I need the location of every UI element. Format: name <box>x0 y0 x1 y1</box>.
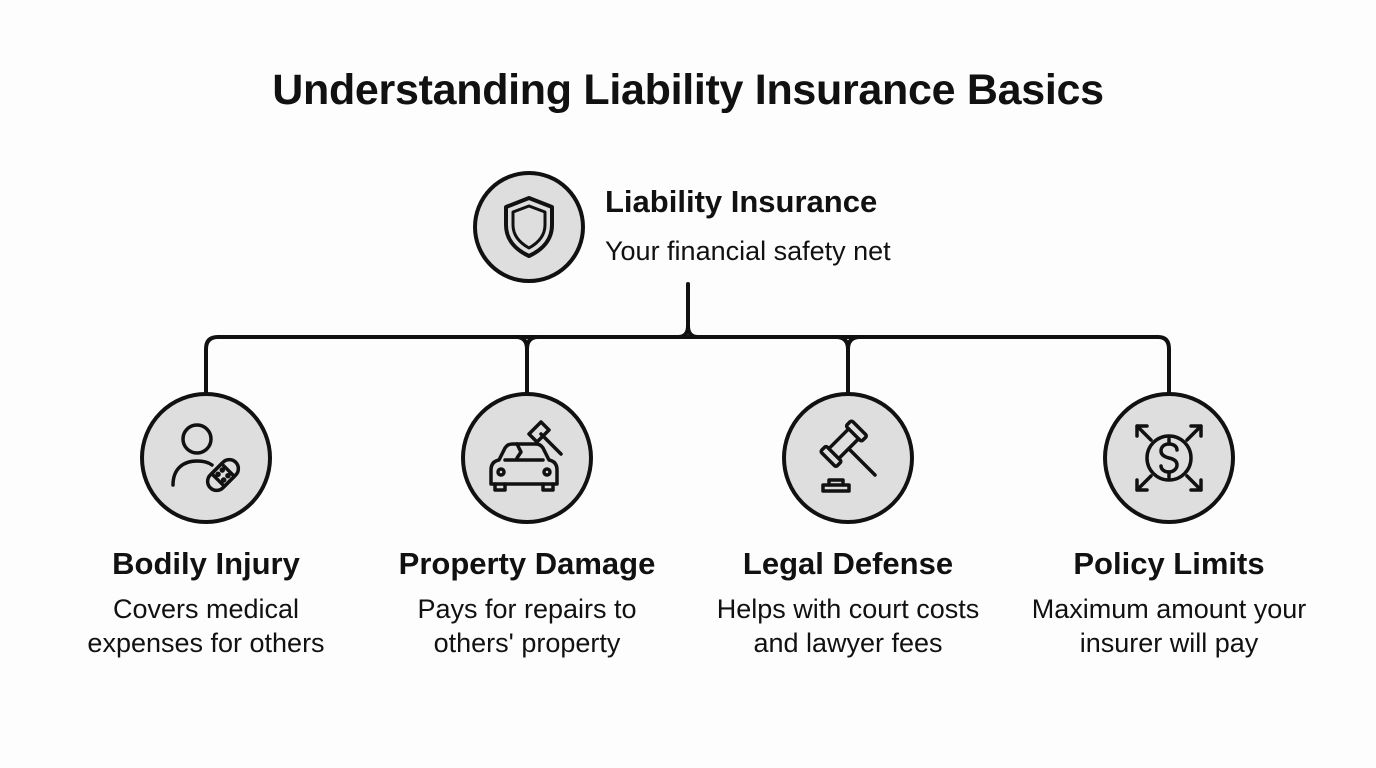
car-hammer-icon <box>489 420 563 492</box>
node-description: Covers medical expenses for others <box>87 594 325 658</box>
node-property-damage: Property Damage Pays for repairs to othe… <box>377 392 677 660</box>
node-title: Policy Limits <box>1073 546 1265 581</box>
root-node-circle <box>473 171 585 283</box>
root-node-subtitle: Your financial safety net <box>605 236 891 266</box>
node-circle <box>140 392 272 524</box>
branch-drop-3 <box>834 335 862 394</box>
node-circle <box>782 392 914 524</box>
node-circle <box>1103 392 1235 524</box>
branch-drop-4 <box>1156 335 1171 394</box>
node-legal-defense: Legal Defense Helps with court costs and… <box>698 392 998 660</box>
node-title: Property Damage <box>398 546 656 581</box>
node-description: Maximum amount your insurer will pay <box>1031 594 1307 658</box>
node-circle <box>461 392 593 524</box>
node-title: Bodily Injury <box>112 546 300 581</box>
branch-drop-1 <box>204 335 220 394</box>
gavel-icon <box>819 419 877 493</box>
diagram-title: Understanding Liability Insurance Basics <box>272 66 1104 114</box>
node-description: Helps with court costs and lawyer fees <box>716 594 980 658</box>
shield-icon <box>504 196 554 258</box>
node-description: Pays for repairs to others' property <box>417 594 637 658</box>
node-policy-limits: Policy Limits Maximum amount your insure… <box>1019 392 1319 660</box>
node-title: Legal Defense <box>742 546 954 581</box>
node-bodily-injury: Bodily Injury Covers medical expenses fo… <box>56 392 356 660</box>
branch-drop-2 <box>514 335 540 394</box>
person-bandage-icon <box>171 423 241 493</box>
dollar-arrows-icon <box>1135 424 1203 492</box>
root-node-title: Liability Insurance <box>605 184 878 219</box>
